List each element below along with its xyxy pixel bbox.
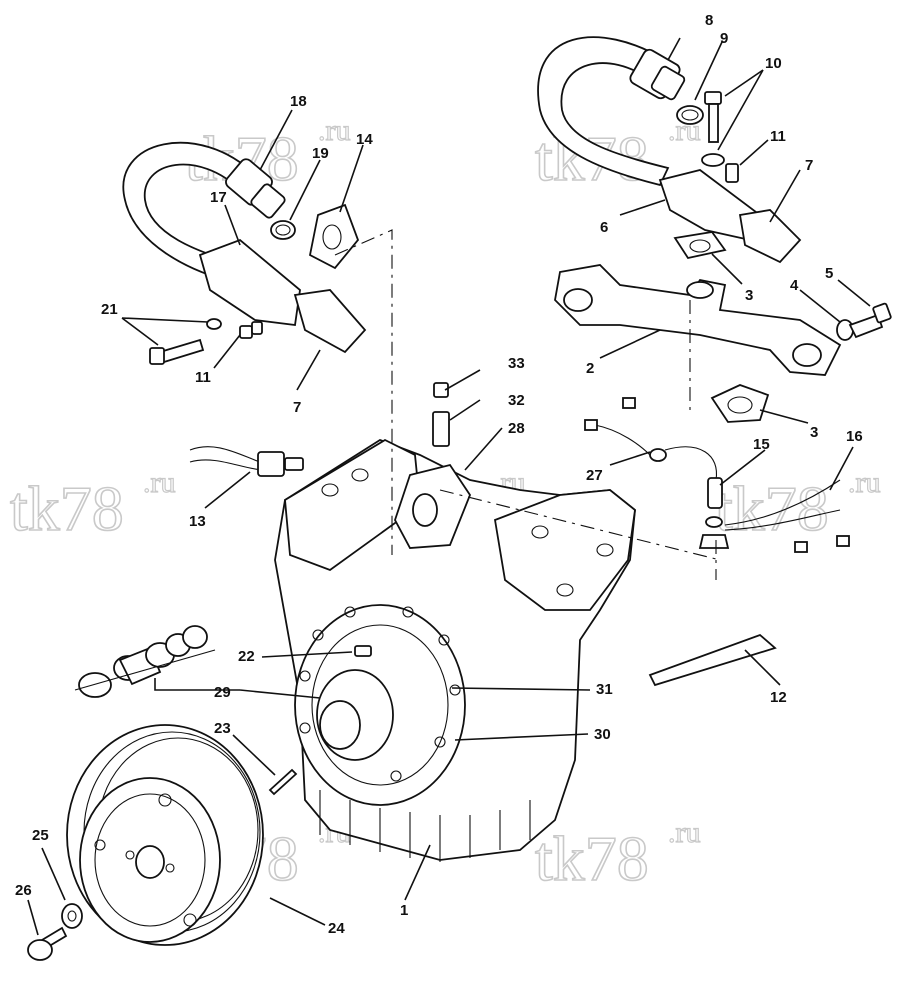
callout-25: 25 [32, 827, 49, 844]
leader-lines [27, 37, 871, 936]
callout-3-upper: 3 [745, 287, 753, 304]
callout-19: 19 [312, 145, 329, 162]
watermark-suffix: .ru [668, 816, 701, 849]
callout-11-right: 11 [770, 128, 786, 145]
callout-3-lower: 3 [810, 424, 818, 441]
watermark-suffix: .ru [318, 114, 351, 147]
callout-16: 16 [846, 428, 863, 445]
watermark-main: tk78 [10, 473, 124, 544]
callout-8: 8 [705, 12, 713, 29]
callout-14: 14 [356, 131, 373, 148]
callout-30: 30 [594, 726, 611, 743]
callout-7-left: 7 [293, 399, 301, 416]
callout-21: 21 [101, 301, 118, 318]
callout-13: 13 [189, 513, 206, 530]
watermark-main: tk78 [715, 473, 829, 544]
callout-26: 26 [15, 882, 32, 899]
callout-1: 1 [400, 902, 408, 919]
callout-10: 10 [765, 55, 782, 72]
callout-4: 4 [790, 277, 799, 294]
clutch-pulley [66, 724, 264, 946]
callout-29: 29 [214, 684, 231, 701]
discharge-manifold-assembly [537, 36, 892, 423]
head-bolts [432, 382, 450, 447]
callout-31: 31 [596, 681, 613, 698]
callout-17: 17 [210, 189, 227, 206]
callout-15: 15 [753, 436, 770, 453]
sensors-and-wiring [189, 397, 850, 553]
watermark-main: tk78 [535, 823, 649, 894]
callout-7-right: 7 [805, 157, 813, 174]
callout-9: 9 [720, 30, 728, 47]
callout-6: 6 [600, 219, 608, 236]
callout-5: 5 [825, 265, 833, 282]
callout-22: 22 [238, 648, 255, 665]
callout-11-left: 11 [195, 369, 211, 386]
callout-28: 28 [508, 420, 525, 437]
callout-24: 24 [328, 920, 345, 937]
callout-32: 32 [508, 392, 525, 409]
callout-18: 18 [290, 93, 307, 110]
tool [648, 633, 777, 687]
callout-2: 2 [586, 360, 594, 377]
callout-23: 23 [214, 720, 231, 737]
watermark-suffix: .ru [143, 466, 176, 499]
compressor-body [274, 438, 636, 862]
callout-27: 27 [586, 467, 603, 484]
callout-labels: 1 2 3 3 4 5 6 7 7 8 9 10 11 11 12 13 14 … [15, 12, 863, 937]
watermark-suffix: .ru [848, 466, 881, 499]
suction-tube-assembly [122, 142, 367, 365]
key [268, 768, 298, 796]
callout-33: 33 [508, 355, 525, 372]
callout-12: 12 [770, 689, 787, 706]
center-lines [334, 229, 721, 580]
pulley-bolt [27, 903, 83, 961]
shaft-seal-parts [74, 625, 372, 698]
